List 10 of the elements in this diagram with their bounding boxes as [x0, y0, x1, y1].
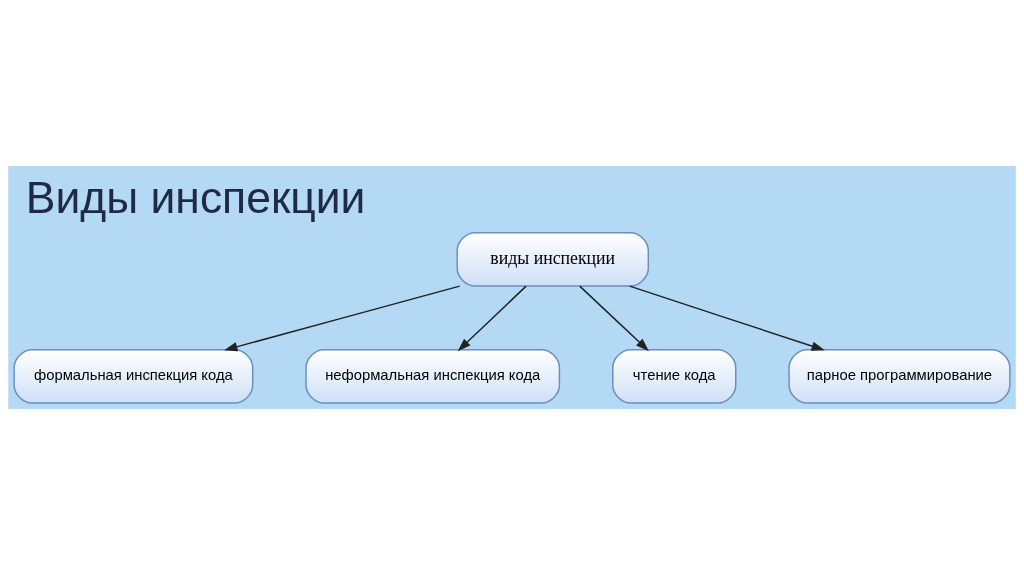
node-box: формальная инспекция кода	[13, 348, 254, 404]
arrow	[224, 284, 461, 351]
diagram-title: Виды инспекции	[25, 172, 366, 222]
arrow	[578, 284, 649, 351]
node-box: парное программирование	[788, 348, 1011, 404]
arrow	[628, 284, 825, 351]
arrow	[457, 284, 527, 351]
node-box: неформальная инспекция кода	[305, 348, 561, 404]
node-box: чтение кода	[612, 348, 737, 404]
node-box: виды инспекции	[456, 231, 650, 287]
